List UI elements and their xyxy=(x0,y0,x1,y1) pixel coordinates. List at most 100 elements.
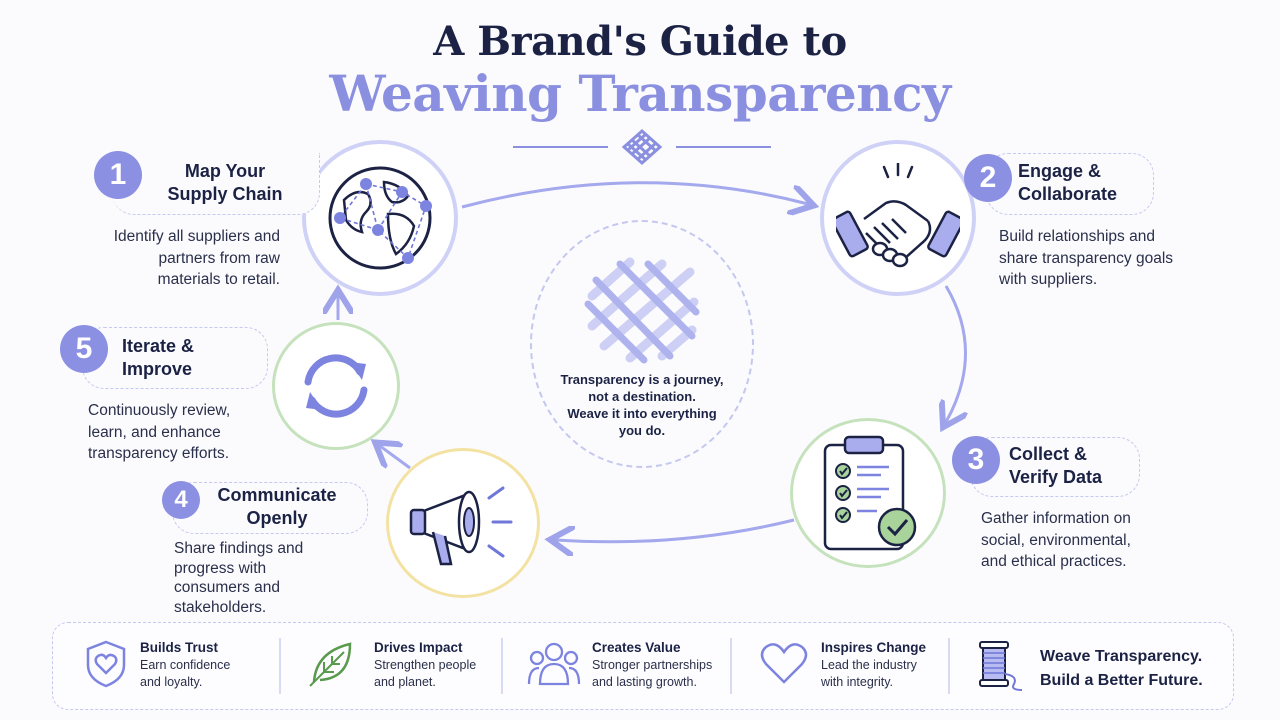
step-2-tag xyxy=(986,153,1154,215)
step-1-title-line-2: Supply Chain xyxy=(167,184,283,204)
step-3-title: Collect & Verify Data xyxy=(1009,443,1139,489)
step-4-desc-line-2: progress with xyxy=(174,559,267,577)
benefit-3-title: Creates Value xyxy=(592,640,681,655)
benefit-inspires-change: Inspires Change Lead the industry with i… xyxy=(821,640,941,691)
step-5-number: 5 xyxy=(60,325,108,373)
step-4-node xyxy=(386,448,540,598)
cta-text: Weave Transparency. Build a Better Futur… xyxy=(1040,645,1220,693)
benefit-1-desc: Earn confidence and loyalty. xyxy=(140,657,270,691)
globe-network-icon xyxy=(328,166,432,270)
step-2-title-line-2: Collaborate xyxy=(1018,184,1118,204)
step-3-title-line-1: Collect & xyxy=(1009,444,1088,464)
handshake-icon xyxy=(836,163,960,268)
center-quote-line-4: you do. xyxy=(618,423,666,438)
step-3-title-line-2: Verify Data xyxy=(1009,467,1103,487)
step-4-description: Share findings and progress with consume… xyxy=(174,539,364,617)
step-2-title: Engage & Collaborate xyxy=(1018,160,1158,206)
benefit-2-desc-line-2: and planet. xyxy=(374,675,436,689)
step-3-number: 3 xyxy=(952,436,1000,484)
step-5-title: Iterate & Improve xyxy=(122,335,242,381)
step-1-title: Map Your Supply Chain xyxy=(150,160,300,206)
step-2-title-line-1: Engage & xyxy=(1018,161,1102,181)
center-quote-line-1: Transparency is a journey, xyxy=(560,372,724,387)
step-4-desc-line-1: Share findings and xyxy=(174,540,304,557)
benefit-2-desc: Strengthen people and planet. xyxy=(374,657,504,691)
benefit-divider-4 xyxy=(948,638,950,694)
benefit-4-desc-line-2: with integrity. xyxy=(821,675,894,689)
title-line-1: A Brand's Guide to xyxy=(433,18,847,65)
title-line-2: Weaving Transparency xyxy=(329,64,951,123)
step-3-description: Gather information on social, environmen… xyxy=(981,508,1181,573)
step-5-desc-line-2: learn, and enhance xyxy=(88,423,221,441)
arrow-2-to-3 xyxy=(946,285,966,422)
benefit-drives-impact: Drives Impact Strengthen people and plan… xyxy=(374,640,504,691)
benefit-2-title: Drives Impact xyxy=(374,640,463,655)
title-divider-left xyxy=(513,146,608,148)
benefit-4-desc-line-1: Lead the industry xyxy=(821,658,917,672)
benefit-2-desc-line-1: Strengthen people xyxy=(374,658,477,672)
step-3-node xyxy=(790,418,946,568)
step-4-title: Communicate Openly xyxy=(210,484,344,530)
benefit-divider-2 xyxy=(501,638,503,694)
step-3-desc-line-3: and ethical practices. xyxy=(981,553,1127,570)
step-5-title-line-1: Iterate & xyxy=(122,336,195,356)
thread-spool-icon xyxy=(979,641,1023,691)
step-1-tag xyxy=(112,153,320,215)
arrow-4-to-5 xyxy=(380,446,411,470)
benefit-builds-trust: Builds Trust Earn confidence and loyalty… xyxy=(140,640,270,691)
people-group-icon xyxy=(527,642,581,686)
center-circle xyxy=(530,220,754,468)
benefits-bar xyxy=(52,622,1234,710)
step-2-desc-line-3: with suppliers. xyxy=(999,271,1098,288)
step-1-node xyxy=(302,140,458,296)
step-2-number: 2 xyxy=(964,154,1012,202)
benefit-1-title: Builds Trust xyxy=(140,640,219,655)
benefit-divider-1 xyxy=(279,638,281,694)
center-quote: Transparency is a journey, not a destina… xyxy=(548,371,736,439)
benefit-3-desc-line-1: Stronger partnerships xyxy=(592,658,713,672)
step-2-desc-line-2: share transparency goals xyxy=(999,249,1174,267)
step-2-description: Build relationships and share transparen… xyxy=(999,226,1199,291)
step-4-tag xyxy=(172,482,368,534)
refresh-cycle-icon xyxy=(304,354,368,418)
benefit-divider-3 xyxy=(730,638,732,694)
benefit-3-desc-line-2: and lasting growth. xyxy=(592,675,697,689)
benefit-4-desc: Lead the industry with integrity. xyxy=(821,657,941,691)
benefit-4-title: Inspires Change xyxy=(821,640,927,655)
step-4-desc-line-3: consumers and xyxy=(174,579,280,596)
center-quote-line-2: not a destination. xyxy=(588,389,696,404)
woven-fabric-icon xyxy=(584,257,700,364)
title-divider-right xyxy=(676,146,771,148)
clipboard-check-icon xyxy=(823,435,917,551)
benefit-1-desc-line-2: and loyalty. xyxy=(140,675,203,689)
step-3-desc-line-1: Gather information on xyxy=(981,510,1131,527)
shield-heart-icon xyxy=(86,640,126,688)
step-1-desc-line-3: materials to retail. xyxy=(157,271,280,288)
step-1-description: Identify all suppliers and partners from… xyxy=(82,226,280,291)
step-5-title-line-2: Improve xyxy=(122,359,193,379)
step-4-title-line-2: Openly xyxy=(246,508,308,528)
heart-icon xyxy=(760,643,808,684)
megaphone-icon xyxy=(409,486,513,566)
cta-line-1: Weave Transparency. xyxy=(1040,648,1203,665)
benefit-creates-value: Creates Value Stronger partnerships and … xyxy=(592,640,732,691)
step-4-number: 4 xyxy=(162,481,200,519)
step-5-tag xyxy=(82,327,268,389)
benefit-1-desc-line-1: Earn confidence xyxy=(140,658,231,672)
step-5-desc-line-1: Continuously review, xyxy=(88,402,231,419)
step-5-desc-line-3: transparency efforts. xyxy=(88,445,230,462)
step-2-desc-line-1: Build relationships and xyxy=(999,228,1155,245)
step-4-title-line-1: Communicate xyxy=(217,485,337,505)
step-3-desc-line-2: social, environmental, xyxy=(981,531,1131,549)
step-1-number: 1 xyxy=(94,151,142,199)
center-quote-line-3: Weave it into everything xyxy=(567,406,717,421)
step-4-desc-line-4: stakeholders. xyxy=(174,598,267,616)
step-5-description: Continuously review, learn, and enhance … xyxy=(88,400,278,465)
arrow-1-to-2 xyxy=(461,181,808,207)
cta-line-2: Build a Better Future. xyxy=(1040,672,1203,689)
benefit-3-desc: Stronger partnerships and lasting growth… xyxy=(592,657,732,691)
step-1-desc-line-2: partners from raw xyxy=(158,249,280,267)
weave-ornament-icon xyxy=(621,128,663,166)
arrow-3-to-4 xyxy=(556,518,795,542)
